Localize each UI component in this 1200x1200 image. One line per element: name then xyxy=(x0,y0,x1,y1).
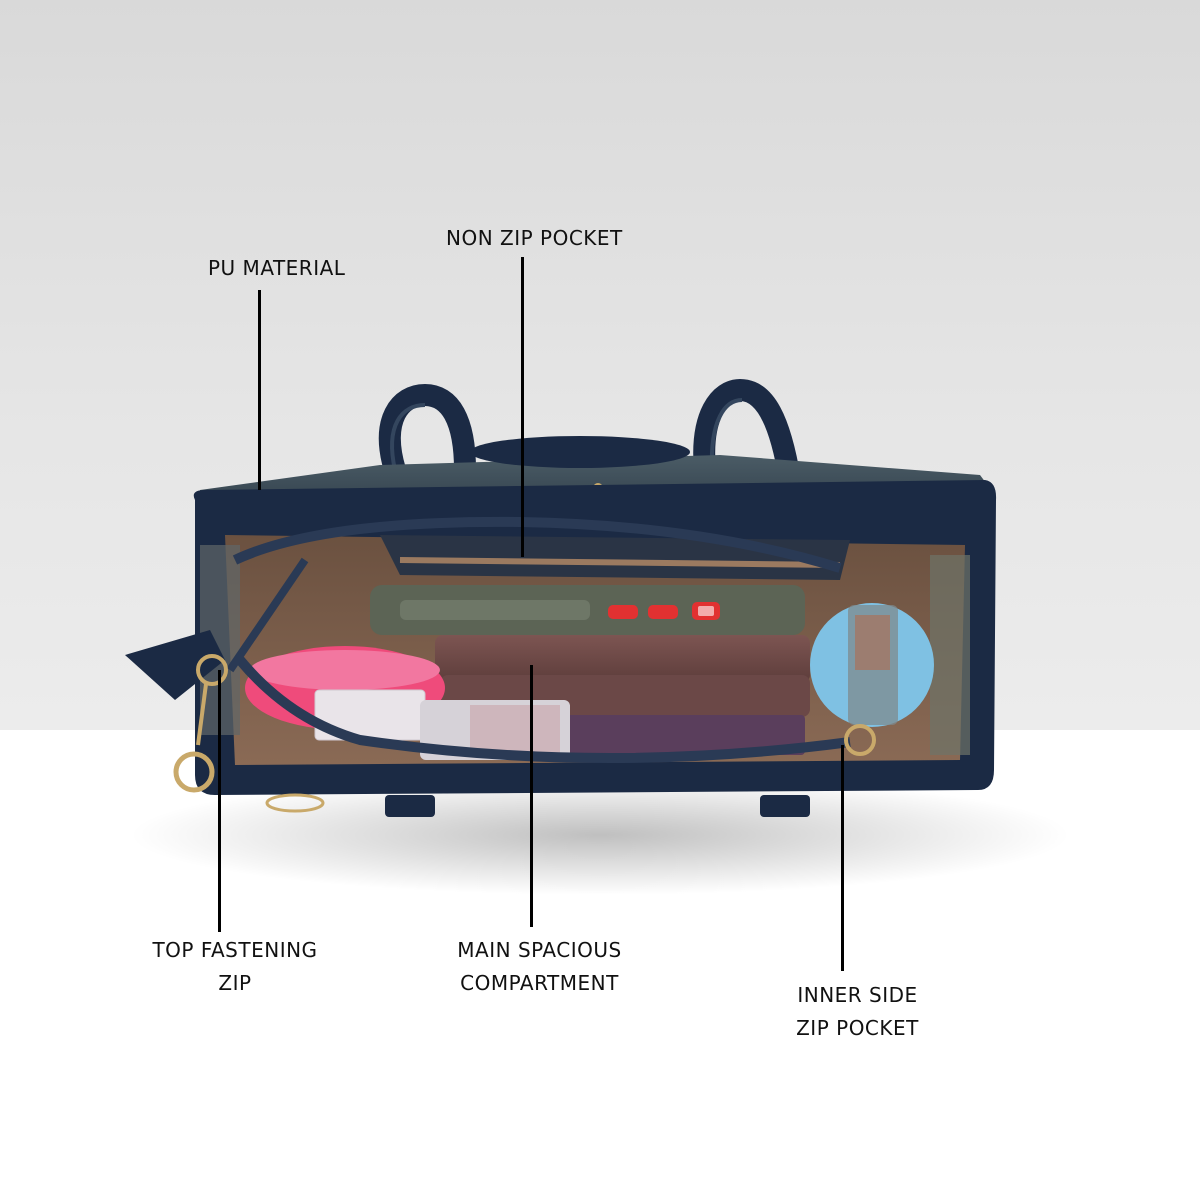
label-top-fastening-zip: TOP FASTENING ZIP xyxy=(152,938,318,995)
leader-inner-side-zip-pocket xyxy=(841,745,844,971)
non-zip-pocket xyxy=(380,535,850,580)
leader-pu-material xyxy=(258,290,261,490)
leader-top-fastening-zip xyxy=(218,670,221,932)
bag-bottom-hardware xyxy=(265,793,810,817)
leader-non-zip-pocket xyxy=(521,257,524,557)
phone xyxy=(370,585,805,635)
bag-shadow xyxy=(130,775,1070,895)
top-zip xyxy=(125,516,876,793)
round-mirror xyxy=(810,603,934,727)
label-main-compartment: MAIN SPACIOUS COMPARTMENT xyxy=(457,938,622,995)
leader-main-compartment xyxy=(530,665,533,927)
label-pu-material: PU MATERIAL xyxy=(208,256,346,280)
label-inner-side-zip-pocket: INNER SIDE ZIP POCKET xyxy=(796,983,919,1040)
label-non-zip-pocket: NON ZIP POCKET xyxy=(446,226,623,250)
